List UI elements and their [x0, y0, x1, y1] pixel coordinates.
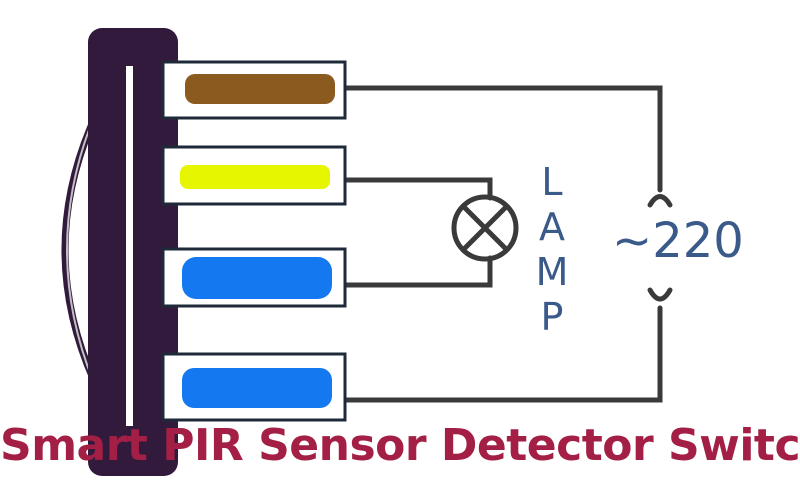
- lamp-symbol: [451, 194, 519, 262]
- wire-blue-2: [182, 368, 332, 408]
- lamp-letter: L: [541, 160, 563, 204]
- lamp-letter: M: [535, 250, 569, 294]
- lamp-letter: A: [539, 205, 565, 249]
- wire-line-blue: [342, 255, 493, 288]
- wire-blue-1: [182, 257, 332, 299]
- lamp-letter: P: [540, 295, 564, 339]
- wire-yellow: [180, 165, 330, 189]
- wire-brown: [185, 74, 335, 104]
- wire-line-brown: [342, 85, 663, 193]
- page-title: Smart PIR Sensor Detector Switch: [0, 420, 800, 471]
- wire-line-yellow: [342, 177, 493, 201]
- lamp-label: L A M P: [534, 160, 570, 340]
- voltage-label: ~220: [612, 213, 744, 269]
- wire-line-return: [342, 305, 663, 403]
